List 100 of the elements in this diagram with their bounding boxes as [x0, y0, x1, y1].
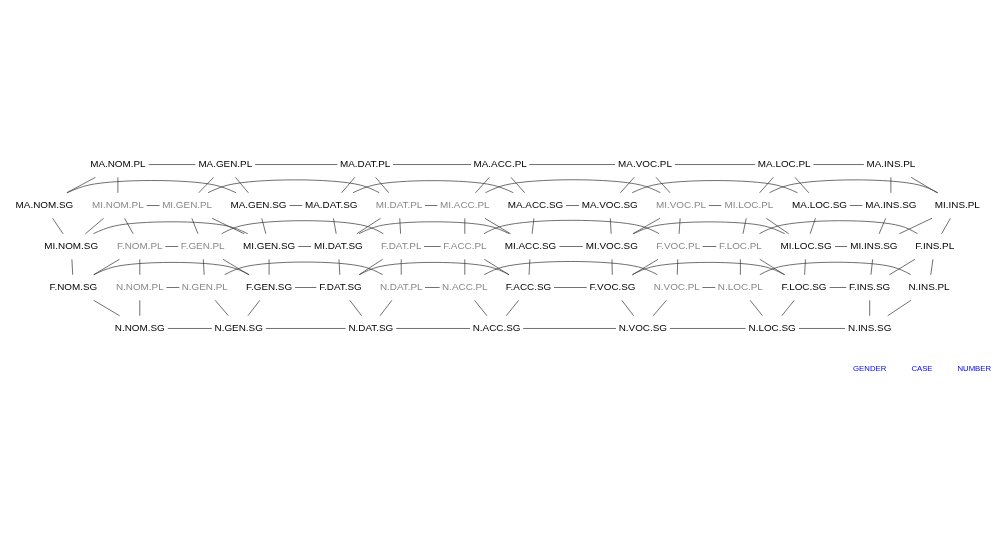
connector: [475, 177, 490, 194]
connector: [899, 217, 933, 235]
node-text: MA.VOC.SG: [581, 199, 638, 211]
connector: [834, 246, 848, 247]
node-text: F.NOM.PL: [117, 240, 163, 252]
connector: [878, 217, 887, 235]
connector: [198, 177, 214, 194]
connector: [631, 262, 785, 276]
connector: [164, 246, 179, 247]
connector: [352, 180, 514, 194]
connector: [930, 258, 934, 276]
node-text: F.INS.SG: [849, 281, 891, 293]
node-text: F.VOC.SG: [589, 281, 636, 293]
connector: [93, 299, 120, 317]
connector: [655, 177, 671, 194]
node-text: MA.ACC.PL: [473, 158, 527, 170]
connector: [483, 261, 658, 276]
node-text: F.NOM.SG: [49, 281, 98, 293]
connector: [769, 179, 939, 194]
node-text: MI.ACC.SG: [504, 240, 557, 252]
node-text: F.DAT.PL: [381, 240, 422, 252]
connector: [261, 217, 267, 235]
connector: [139, 258, 141, 276]
node-text: N.DAT.SG: [348, 322, 394, 334]
connector: [148, 164, 196, 165]
connector: [85, 217, 104, 235]
connector: [93, 258, 120, 276]
node-text: F.ACC.SG: [505, 281, 552, 293]
node-text: N.GEN.PL: [181, 281, 228, 293]
connector: [375, 177, 390, 194]
connector: [528, 164, 616, 165]
node-text: F.DAT.SG: [319, 281, 362, 293]
node-text: MI.LOC.SG: [780, 240, 832, 252]
connector: [740, 258, 741, 276]
node-text: MA.NOM.SG: [15, 199, 74, 211]
connector: [93, 221, 249, 235]
node-text: MA.NOM.PL: [90, 158, 146, 170]
connector: [531, 217, 535, 235]
connector: [379, 299, 393, 317]
connector: [813, 164, 865, 165]
node-text: N.DAT.PL: [379, 281, 423, 293]
connector: [464, 217, 466, 235]
connector: [652, 299, 667, 317]
connector: [798, 328, 846, 329]
node-text: MA.VOC.PL: [618, 158, 672, 170]
node-text: MI.VOC.PL: [656, 199, 706, 211]
node-text: F.LOC.SG: [781, 281, 827, 293]
connector: [553, 287, 588, 288]
connector: [395, 328, 471, 329]
connector: [702, 246, 717, 247]
connector: [702, 287, 716, 288]
connector: [338, 258, 341, 276]
node-text: MA.LOC.PL: [757, 158, 811, 170]
connector: [804, 258, 806, 276]
connector: [247, 299, 261, 317]
connector: [392, 164, 472, 165]
node-text: MA.DAT.PL: [340, 158, 391, 170]
node-text: MI.GEN.SG: [243, 240, 296, 252]
connector: [399, 217, 401, 235]
connector: [678, 217, 681, 235]
connector: [889, 258, 916, 276]
connector: [211, 217, 245, 235]
connector: [464, 258, 466, 276]
connector: [708, 205, 722, 206]
connector: [474, 299, 488, 317]
connector: [166, 287, 180, 288]
connector: [214, 299, 229, 317]
connector: [202, 258, 205, 276]
connector: [265, 328, 346, 329]
connector: [742, 217, 747, 235]
node-text: MA.ACC.SG: [507, 199, 564, 211]
connector: [254, 164, 338, 165]
node-text: MI.NOM.PL: [92, 199, 144, 211]
connector: [611, 258, 613, 276]
node-text: N.NOM.SG: [114, 322, 165, 334]
node-text: MA.GEN.SG: [230, 199, 287, 211]
connector: [71, 258, 74, 276]
connector: [297, 246, 312, 247]
connector: [358, 221, 510, 235]
connector: [359, 262, 510, 276]
node-text: F.GEN.PL: [180, 240, 225, 252]
node-text: MI.GEN.PL: [162, 199, 213, 211]
node-text: N.INS.SG: [848, 322, 892, 334]
node-text: MI.INS.PL: [934, 199, 980, 211]
connector: [510, 177, 526, 194]
node-text: MA.INS.PL: [866, 158, 916, 170]
node-text: F.ACC.PL: [443, 240, 487, 252]
node-text: MI.VOC.SG: [585, 240, 638, 252]
connector: [559, 246, 584, 247]
connector: [93, 262, 250, 276]
connector: [221, 220, 384, 235]
connector: [483, 219, 660, 235]
node-text: MA.LOC.SG: [792, 199, 847, 211]
node-text: F.GEN.SG: [246, 281, 293, 293]
label: GENDER: [853, 364, 887, 374]
node-text: N.INS.PL: [908, 281, 950, 293]
node-text: MI.NOM.SG: [44, 240, 99, 252]
node-text: N.VOC.SG: [618, 322, 668, 334]
connector: [117, 177, 119, 194]
connector: [66, 180, 237, 194]
